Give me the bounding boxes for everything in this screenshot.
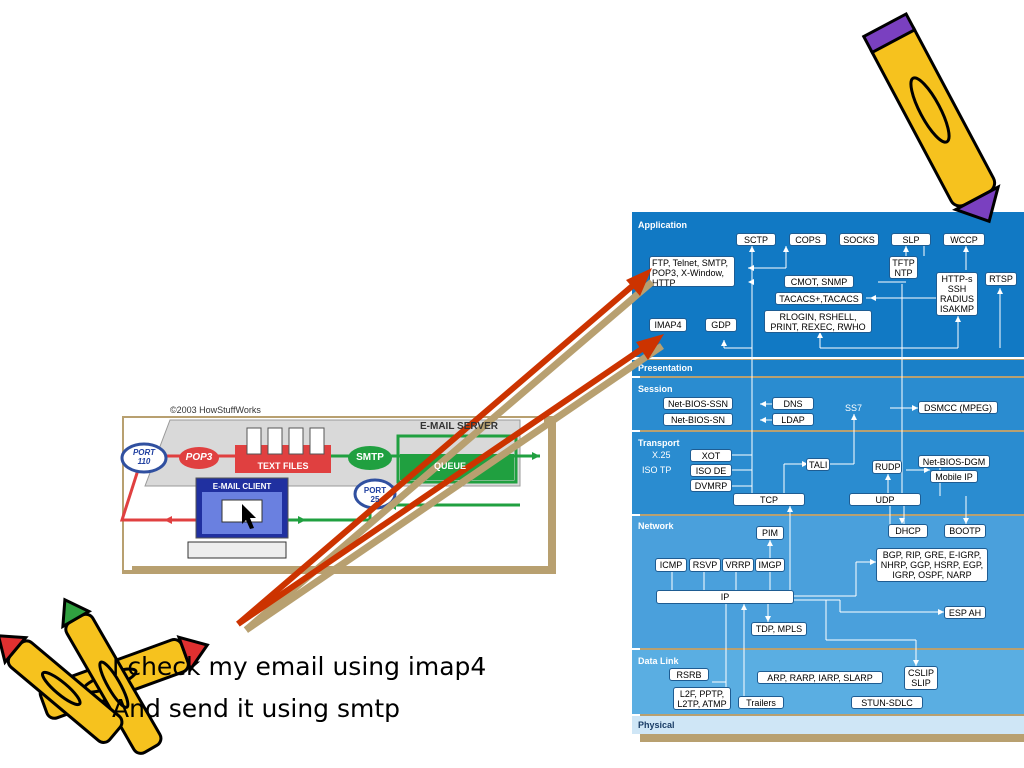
layer-label-network: Network xyxy=(638,521,674,531)
layer-label-transport: Transport xyxy=(638,438,680,448)
proto-arp-group: ARP, RARP, IARP, SLARP xyxy=(757,671,883,684)
proto-cops: COPS xyxy=(789,233,827,246)
proto-xot: XOT xyxy=(690,449,732,462)
proto-vrrp: VRRP xyxy=(722,558,754,572)
proto-l2f-group: L2F, PPTP, L2TP, ATMP xyxy=(673,687,731,710)
proto-imap4: IMAP4 xyxy=(649,318,687,332)
proto-slp: SLP xyxy=(891,233,931,246)
proto-ip: IP xyxy=(656,590,794,604)
proto-tdp-mpls: TDP, MPLS xyxy=(751,622,807,636)
proto-tacacs: TACACS+,TACACS xyxy=(775,292,863,305)
proto-ldap: LDAP xyxy=(772,413,814,426)
proto-stun-sdlc: STUN-SDLC xyxy=(851,696,923,709)
layer-label-session: Session xyxy=(638,384,673,394)
proto-dns: DNS xyxy=(772,397,814,410)
proto-https-group: HTTP-s SSH RADIUS ISAKMP xyxy=(936,272,978,316)
proto-wccp: WCCP xyxy=(943,233,985,246)
proto-mobileip: Mobile IP xyxy=(930,470,978,483)
proto-dsmcc: DSMCC (MPEG) xyxy=(918,401,998,414)
proto-cslip: CSLIP SLIP xyxy=(904,666,938,690)
layer-physical xyxy=(632,716,1024,734)
proto-rsvp: RSVP xyxy=(689,558,721,572)
proto-isotp: ISO TP xyxy=(642,465,672,475)
proto-imgp: IMGP xyxy=(755,558,785,572)
layer-network xyxy=(632,516,1024,648)
proto-socks: SOCKS xyxy=(839,233,879,246)
proto-x25: X.25 xyxy=(652,450,671,460)
proto-tftp-ntp: TFTP NTP xyxy=(889,256,918,279)
layer-presentation xyxy=(632,360,1024,376)
layer-label-datalink: Data Link xyxy=(638,656,679,666)
caption-line-2: And send it using smtp xyxy=(112,694,401,723)
proto-ftp-group: FTP, Telnet, SMTP, POP3, X-Window, HTTP xyxy=(649,256,735,288)
caption-line-1: I check my email using imap4 xyxy=(112,652,487,681)
proto-bootp: BOOTP xyxy=(944,524,986,538)
proto-bgp-group: BGP, RIP, GRE, E-IGRP, NHRP, GGP, HSRP, … xyxy=(876,548,988,582)
proto-rsrb: RSRB xyxy=(669,668,709,681)
proto-netbios-dgm: Net-BIOS-DGM xyxy=(918,455,990,468)
proto-espah: ESP AH xyxy=(944,606,986,619)
proto-dhcp: DHCP xyxy=(888,524,928,538)
proto-dvmrp: DVMRP xyxy=(690,479,732,492)
proto-rlogin-group: RLOGIN, RSHELL, PRINT, REXEC, RWHO xyxy=(764,310,872,333)
proto-cmot-snmp: CMOT, SNMP xyxy=(784,275,854,288)
proto-tcp: TCP xyxy=(733,493,805,506)
proto-trailers: Trailers xyxy=(738,696,784,709)
proto-netbios-sn: Net-BIOS-SN xyxy=(663,413,733,426)
proto-udp: UDP xyxy=(849,493,921,506)
proto-tali: TALI xyxy=(806,458,830,471)
proto-rtsp: RTSP xyxy=(985,272,1017,286)
proto-rudp: RUDP xyxy=(872,460,902,474)
layer-label-application: Application xyxy=(638,220,687,230)
layer-label-presentation: Presentation xyxy=(638,363,693,373)
proto-sctp: SCTP xyxy=(736,233,776,246)
proto-isode: ISO DE xyxy=(690,464,732,477)
proto-ss7: SS7 xyxy=(845,403,863,413)
proto-icmp: ICMP xyxy=(655,558,687,572)
proto-netbios-ssn: Net-BIOS-SSN xyxy=(663,397,733,410)
proto-pim: PIM xyxy=(756,526,784,540)
proto-gdp: GDP xyxy=(705,318,737,332)
layer-label-physical: Physical xyxy=(638,720,675,730)
